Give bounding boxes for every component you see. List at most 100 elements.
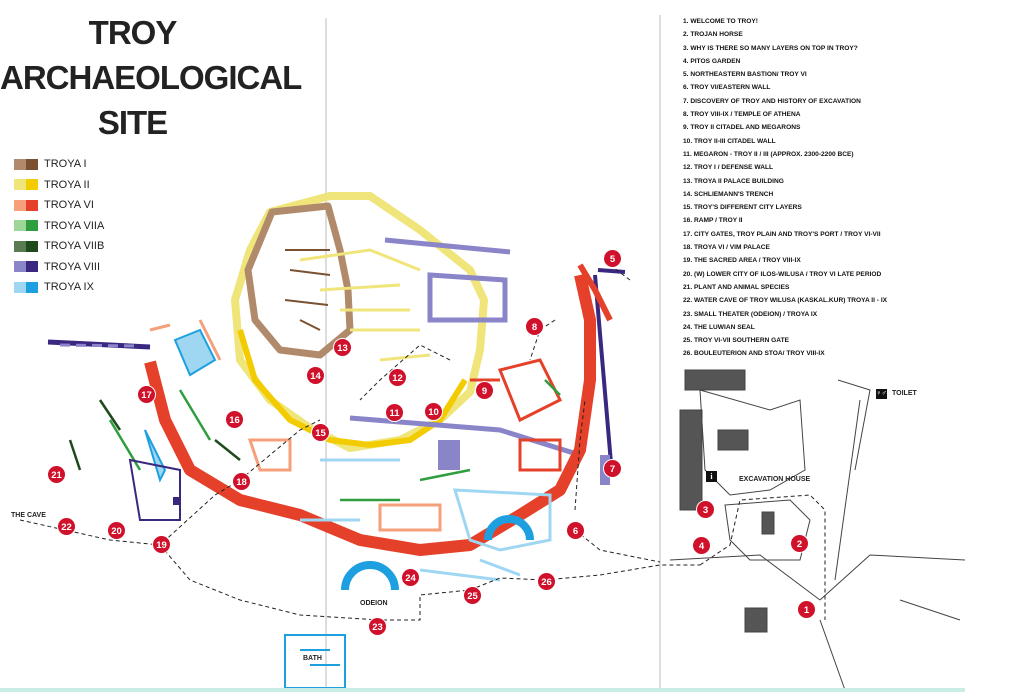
- marker-13[interactable]: 13: [333, 338, 352, 357]
- marker-16[interactable]: 16: [225, 410, 244, 429]
- marker-8[interactable]: 8: [525, 317, 544, 336]
- poi-item: 21. PLANT AND ANIMAL SPECIES: [683, 283, 790, 291]
- excavation-house-label: EXCAVATION HOUSE: [739, 476, 811, 483]
- marker-15[interactable]: 15: [311, 423, 330, 442]
- troya-i-inner: [284, 249, 331, 331]
- marker-3[interactable]: 3: [696, 500, 715, 519]
- marker-9[interactable]: 9: [475, 381, 494, 400]
- building-outline: [724, 499, 811, 561]
- marker-19[interactable]: 19: [152, 535, 171, 554]
- troya-vi-light: [149, 319, 442, 532]
- marker-20[interactable]: 20: [107, 521, 126, 540]
- excavation-house-area: [669, 369, 966, 691]
- marker-22[interactable]: 22: [57, 517, 76, 536]
- legend-swatch: [14, 158, 26, 170]
- poi-item: 12. TROY I / DEFENSE WALL: [683, 164, 774, 172]
- legend-swatch: [14, 261, 26, 273]
- poi-item: 3. WHY IS THERE SO MANY LAYERS ON TOP IN…: [683, 44, 858, 52]
- building: [717, 429, 749, 451]
- troya-viii-east: [593, 268, 626, 476]
- legend-item-troya-i: TROYA I: [14, 154, 104, 175]
- poi-item: 6. TROY VI/EASTERN WALL: [683, 84, 771, 92]
- poi-item: 7. DISCOVERY OF TROY AND HISTORY OF EXCA…: [683, 97, 861, 105]
- legend-swatch: [26, 179, 38, 191]
- poi-item: 10. TROY II-III CITADEL WALL: [683, 137, 776, 145]
- marker-14[interactable]: 14: [306, 366, 325, 385]
- marker-6[interactable]: 6: [566, 521, 585, 540]
- the-cave-label: THE CAVE: [11, 512, 46, 519]
- legend-label: TROYA VI: [44, 199, 94, 212]
- troya-vi-houses: [470, 358, 563, 472]
- marker-11[interactable]: 11: [385, 403, 404, 422]
- poi-item: 4. PITOS GARDEN: [683, 57, 741, 65]
- poi-item: 26. BOULEUTERION AND STOA/ TROY VIII-IX: [683, 350, 825, 358]
- poi-item: 16. RAMP / TROY II: [683, 217, 743, 225]
- legend-swatch: [26, 240, 38, 252]
- poi-item: 25. TROY VI-VII SOUTHERN GATE: [683, 337, 790, 345]
- poi-item: 17. CITY GATES, TROY PLAIN AND TROY'S PO…: [683, 230, 881, 238]
- legend-swatch: [26, 281, 38, 293]
- restroom-icon: ♀♂: [876, 389, 887, 399]
- legend-label: TROYA IX: [44, 281, 94, 294]
- legend-swatch: [14, 179, 26, 191]
- info-icon: i: [706, 471, 717, 482]
- legend-item-troya-viia: TROYA VIIA: [14, 216, 104, 237]
- sacred-area-block: [173, 497, 181, 505]
- marker-24[interactable]: 24: [401, 568, 420, 587]
- marker-5[interactable]: 5: [603, 249, 622, 268]
- title-line-3: SITE: [97, 104, 168, 141]
- poi-item: 18. TROYA VI / VIM PALACE: [683, 244, 770, 252]
- marker-1[interactable]: 1: [797, 600, 816, 619]
- marker-2[interactable]: 2: [790, 534, 809, 553]
- marker-21[interactable]: 21: [47, 465, 66, 484]
- poi-item: 5. NORTHEASTERN BASTION/ TROY VI: [683, 71, 807, 79]
- legend-item-troya-viib: TROYA VIIB: [14, 236, 104, 257]
- troya-viib: [68, 399, 241, 471]
- troya-viii-bar: [349, 415, 581, 458]
- marker-18[interactable]: 18: [232, 472, 251, 491]
- legend-swatch: [26, 199, 38, 211]
- building: [679, 409, 703, 511]
- poi-item: 14. SCHLIEMANN'S TRENCH: [683, 190, 774, 198]
- poi-item: 24. THE LUWIAN SEAL: [683, 323, 755, 331]
- legend-item-troya-vi: TROYA VI: [14, 195, 104, 216]
- legend-item-troya-ii: TROYA II: [14, 175, 104, 196]
- troya-viia: [108, 379, 561, 502]
- marker-7[interactable]: 7: [603, 459, 622, 478]
- marker-10[interactable]: 10: [424, 402, 443, 421]
- troya-viii-north: [384, 237, 511, 323]
- marker-23[interactable]: 23: [368, 617, 387, 636]
- road: [669, 399, 966, 691]
- legend-swatch: [26, 261, 38, 273]
- title-line-2: ARCHAEOLOGICAL: [0, 59, 302, 96]
- building: [744, 607, 768, 633]
- marker-12[interactable]: 12: [388, 368, 407, 387]
- poi-item: 13. TROYA II PALACE BUILDING: [683, 177, 784, 185]
- poi-item: 20. (W) LOWER CITY OF ILOS-WILUSA / TROY…: [683, 270, 882, 278]
- poi-item: 23. SMALL THEATER (ODEION) / TROYA IX: [683, 310, 818, 318]
- legend-item-troya-viii: TROYA VIII: [14, 257, 104, 278]
- legend-swatch: [26, 158, 38, 170]
- legend-label: TROYA VIIA: [44, 219, 105, 232]
- legend-swatch: [14, 240, 26, 252]
- path-building: [837, 379, 871, 471]
- legend: TROYA I TROYA II TROYA VI TROYA VIIA TRO…: [14, 154, 104, 298]
- marker-26[interactable]: 26: [537, 572, 556, 591]
- legend-label: TROYA VIII: [44, 260, 101, 273]
- legend-label: TROYA VIIB: [44, 240, 105, 253]
- poi-item: 15. TROY'S DIFFERENT CITY LAYERS: [683, 204, 802, 212]
- poi-item: 22. WATER CAVE OF TROY WILUSA (KASKAL.KU…: [683, 297, 888, 305]
- troya-ix-south: [300, 458, 552, 582]
- troya-vi-main-wall: [144, 273, 596, 556]
- poi-item: 8. TROY VIII-IX / TEMPLE OF ATHENA: [683, 111, 801, 119]
- poi-item: 11. MEGARON - TROY II / III (APPROX. 230…: [683, 150, 854, 158]
- legend-swatch: [14, 220, 26, 232]
- marker-17[interactable]: 17: [137, 385, 156, 404]
- marker-4[interactable]: 4: [692, 536, 711, 555]
- legend-label: TROYA I: [44, 158, 87, 171]
- troya-viii-block: [438, 440, 460, 470]
- marker-25[interactable]: 25: [463, 586, 482, 605]
- troya-ii-structures: [299, 248, 431, 362]
- troya-i-ring: [244, 202, 354, 359]
- legend-swatch: [26, 220, 38, 232]
